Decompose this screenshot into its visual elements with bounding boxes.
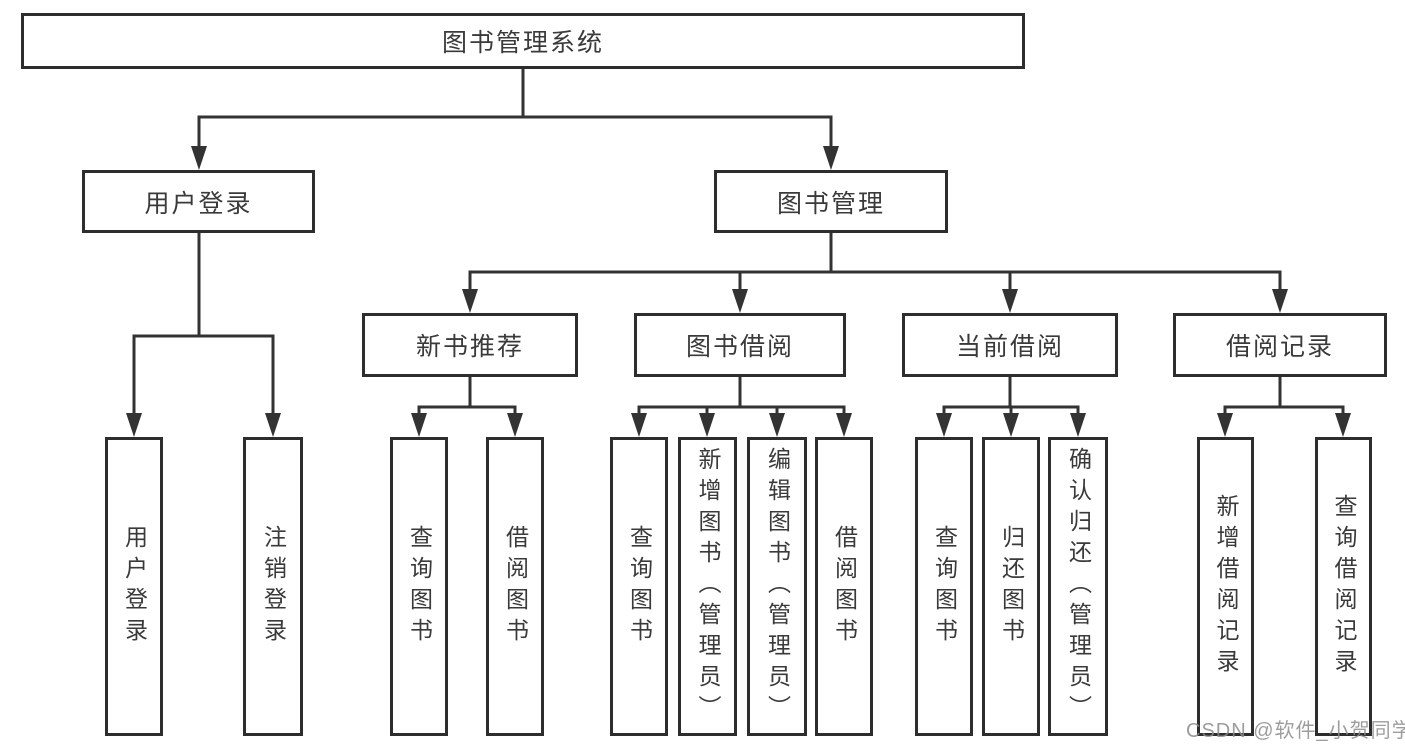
node-book-management-label: 图书管理 [776,189,885,218]
node-new-book-recommend: 新书推荐 [362,313,578,377]
arrowhead-icon [1335,413,1351,437]
leaf-borrow-books-recommend-label: 借阅图书 [502,524,529,649]
leaf-return-books: 归还图书 [982,437,1040,736]
leaf-return-books-label: 归还图书 [998,524,1025,649]
leaf-query-books-borrow-label: 查询图书 [626,524,653,649]
arrowhead-icon [769,413,785,437]
leaf-query-books-current-label: 查询图书 [931,524,958,649]
arrowhead-icon [936,413,952,437]
leaf-borrow-books-label: 借阅图书 [831,524,858,649]
leaf-query-books-recommend-label: 查询图书 [406,524,433,649]
arrowhead-icon [265,413,281,437]
leaf-query-borrow-record: 查询借阅记录 [1315,437,1372,736]
leaf-edit-books-admin-label: 编辑图书（管理员） [764,447,791,726]
node-root-system-label: 图书管理系统 [441,29,604,57]
node-root-system: 图书管理系统 [21,13,1025,69]
arrowhead-icon [732,289,748,313]
leaf-query-books-borrow: 查询图书 [610,437,668,736]
arrowhead-icon [699,413,715,437]
arrowhead-icon [1070,413,1086,437]
leaf-add-borrow-record: 新增借阅记录 [1197,437,1254,736]
arrowhead-icon [191,146,207,170]
arrowhead-icon [1002,289,1018,313]
leaf-confirm-return-admin: 确认归还（管理员） [1048,437,1108,736]
leaf-borrow-books: 借阅图书 [815,437,873,736]
leaf-add-borrow-record-label: 新增借阅记录 [1213,493,1239,680]
node-user-login-branch: 用户登录 [82,170,315,233]
leaf-query-books-current: 查询图书 [915,437,973,736]
leaf-edit-books-admin: 编辑图书（管理员） [747,437,807,736]
leaf-query-borrow-record-label: 查询借阅记录 [1331,493,1357,680]
arrowhead-icon [823,146,839,170]
node-user-login-branch-label: 用户登录 [144,189,253,218]
leaf-user-login-label: 用户登录 [121,524,148,649]
node-current-borrow: 当前借阅 [902,313,1118,377]
node-borrow-records-label: 借阅记录 [1225,333,1334,361]
arrowhead-icon [631,413,647,437]
node-borrow-records: 借阅记录 [1173,313,1387,377]
leaf-user-login: 用户登录 [105,437,163,736]
node-new-book-recommend-label: 新书推荐 [415,333,524,361]
arrowhead-icon [411,413,427,437]
csdn-watermark: CSDN @软件_小贺同学 [1186,720,1405,742]
arrowhead-icon [1217,413,1233,437]
leaf-add-books-admin-label: 新增图书（管理员） [695,447,721,726]
leaf-logout: 注销登录 [243,437,303,736]
node-current-borrow-label: 当前借阅 [955,333,1064,361]
arrowhead-icon [1003,413,1019,437]
node-book-management: 图书管理 [714,170,948,233]
arrowhead-icon [126,413,142,437]
leaf-confirm-return-admin-label: 确认归还（管理员） [1065,447,1092,726]
leaf-borrow-books-recommend: 借阅图书 [486,437,544,736]
leaf-add-books-admin: 新增图书（管理员） [678,437,737,736]
arrowhead-icon [462,289,478,313]
arrowhead-icon [507,413,523,437]
arrowhead-icon [836,413,852,437]
node-book-borrow-label: 图书借阅 [685,333,794,361]
leaf-query-books-recommend: 查询图书 [390,437,448,736]
leaf-logout-label: 注销登录 [260,524,287,649]
arrowhead-icon [1272,289,1288,313]
node-book-borrow: 图书借阅 [634,313,846,377]
